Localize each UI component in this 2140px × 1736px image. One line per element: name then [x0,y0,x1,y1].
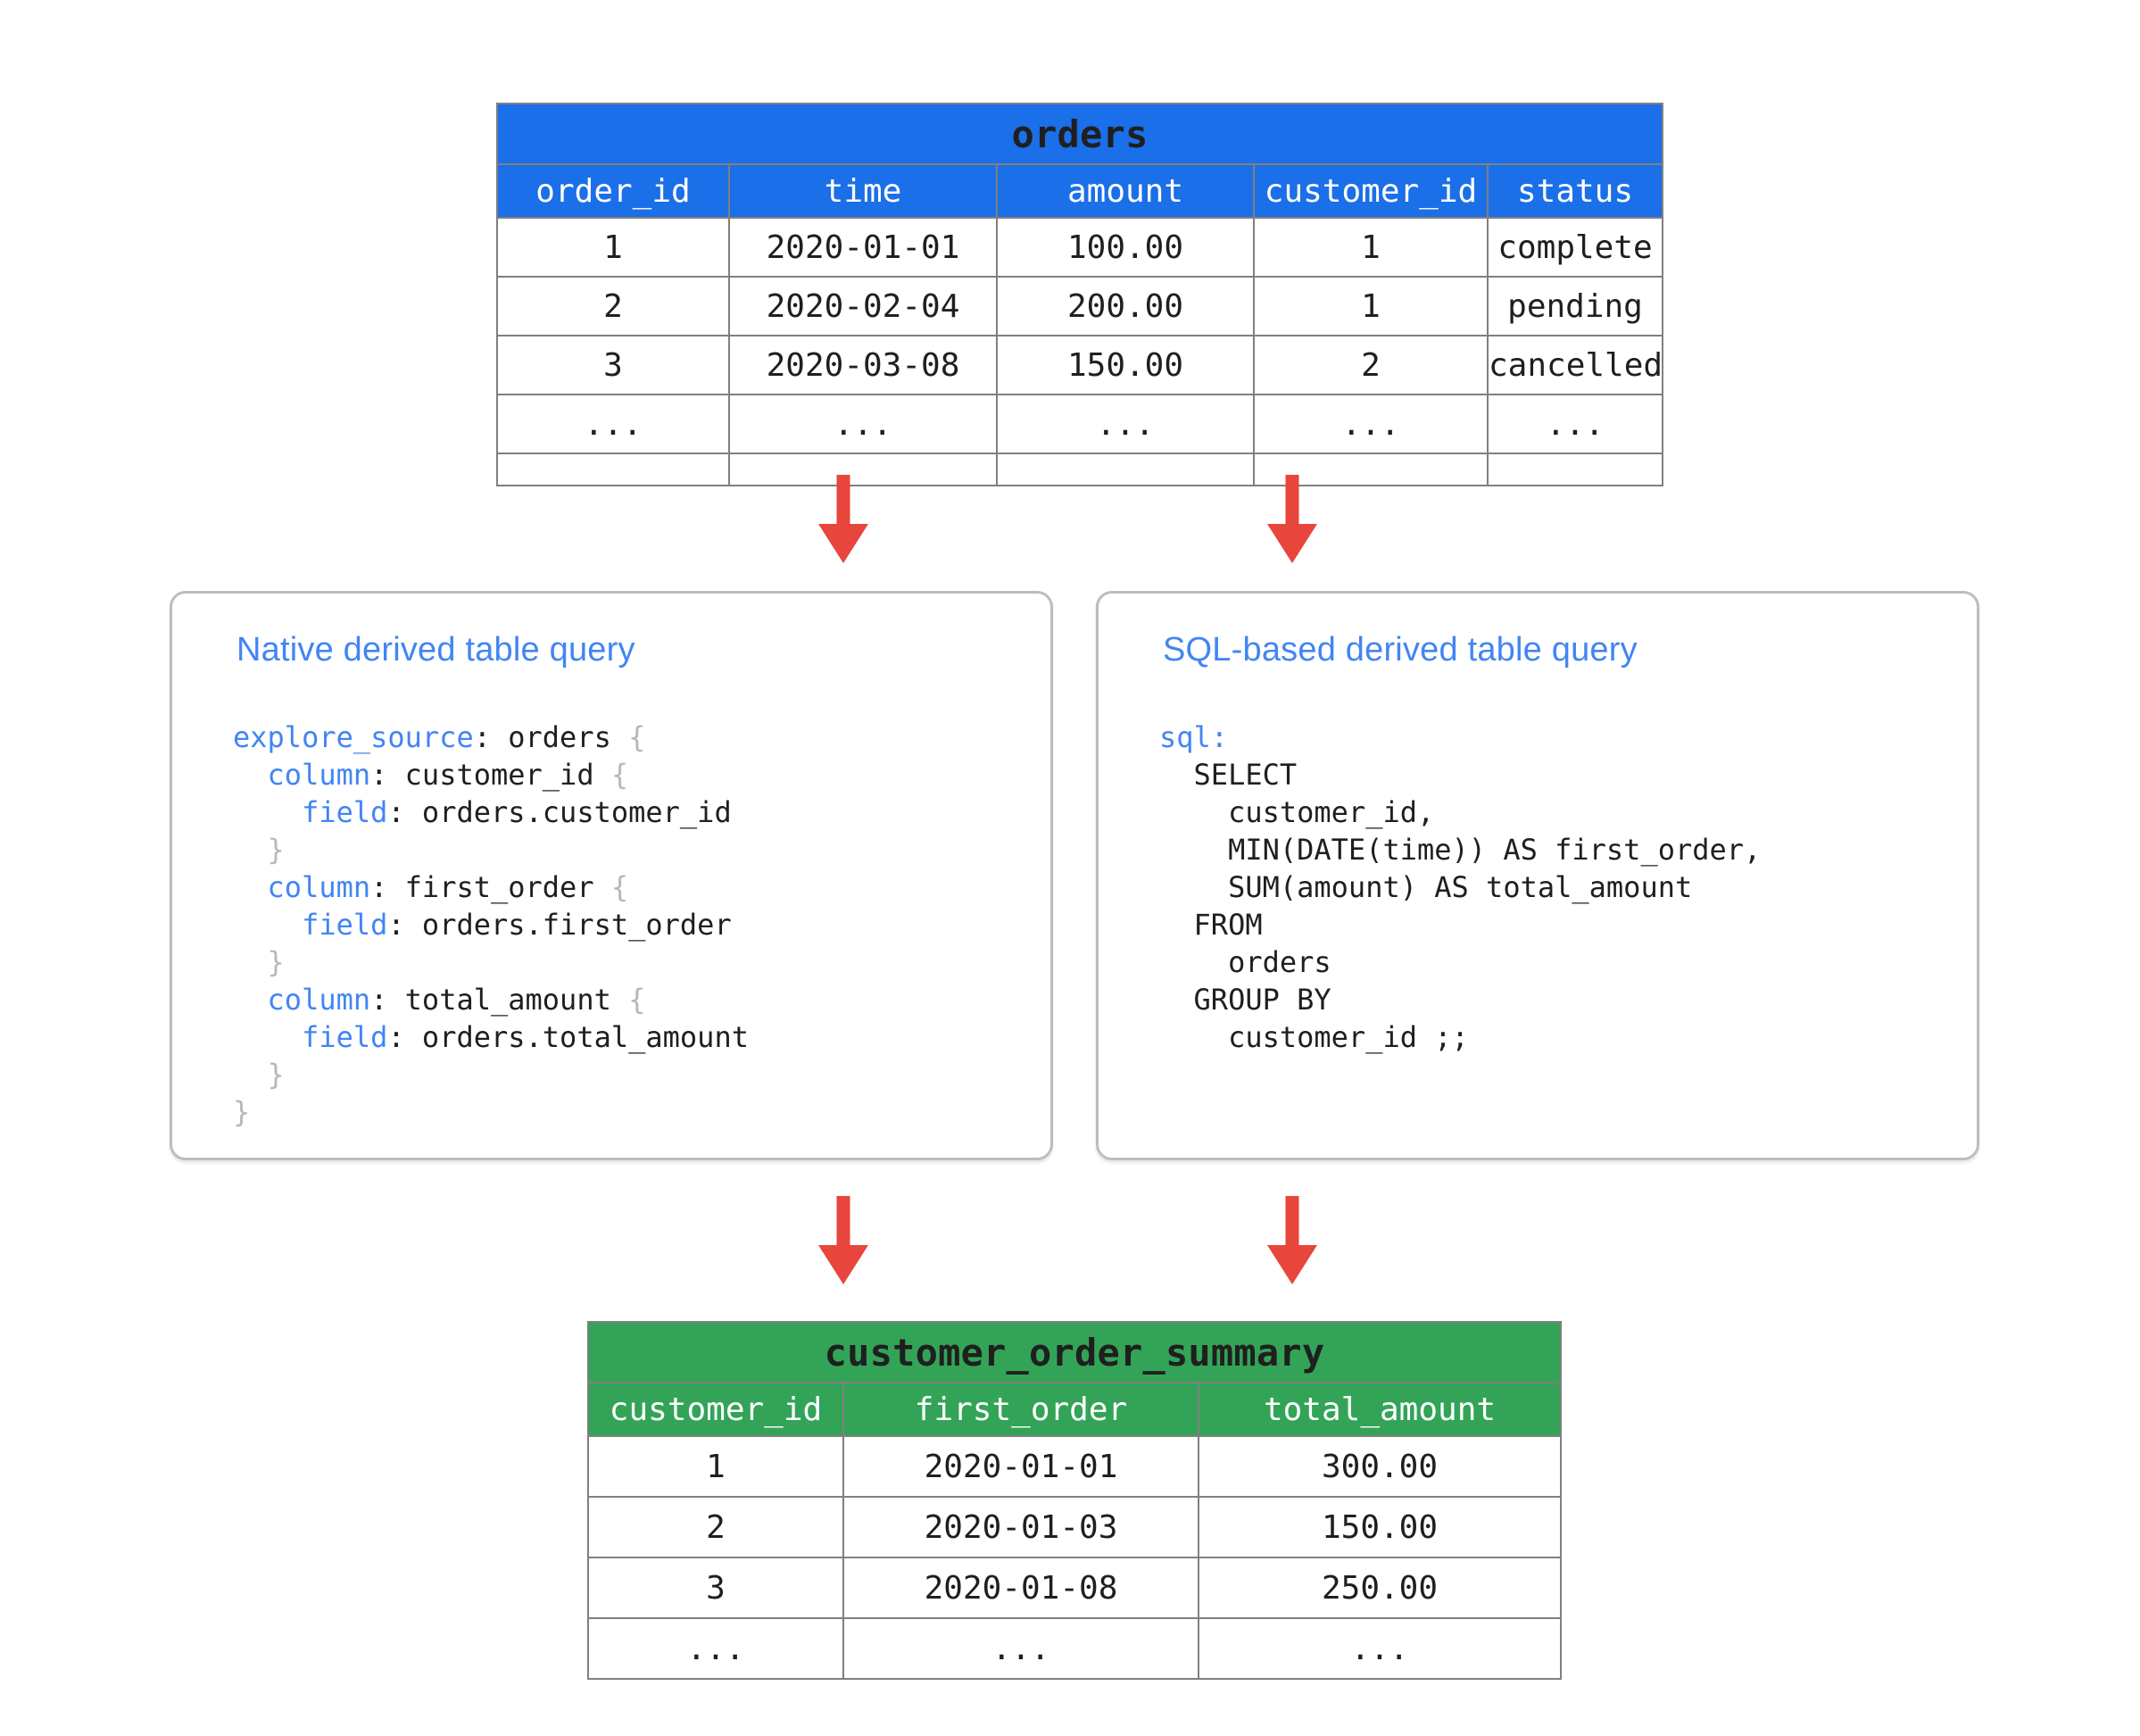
cell: cancelled [1487,335,1663,395]
table-row: 2 2020-01-03 150.00 [587,1496,1563,1558]
code-line: explore_source: orders { [233,720,646,754]
code-line: sql: [1159,720,1229,754]
table-row: 3 2020-01-08 250.00 [587,1557,1563,1619]
sql-code-block: sql: SELECT customer_id, MIN(DATE(time))… [1159,718,1761,1056]
cell: 2020-03-08 [728,335,998,395]
column-header-amount: amount [996,163,1255,219]
column-header-order-id: order_id [496,163,730,219]
table-row: 3 2020-03-08 150.00 2 cancelled [496,335,1663,395]
code-line: SUM(amount) AS total_amount [1159,870,1693,904]
orders-table-title: orders [496,103,1663,165]
column-header-customer-id: customer_id [1253,163,1489,219]
cell: 150.00 [996,335,1255,395]
summary-table-header-row: customer_id first_order total_amount [587,1382,1563,1437]
column-header-customer-id: customer_id [587,1382,844,1437]
code-line: column: first_order { [267,870,629,904]
cell: 3 [496,335,730,395]
code-line: } [267,833,285,867]
code-line: customer_id ;; [1159,1020,1469,1054]
sql-panel-heading: SQL-based derived table query [1163,631,1638,669]
cell: 250.00 [1197,1557,1563,1619]
cell [728,453,998,486]
arrow-native-to-summary [818,1196,868,1284]
cell: ... [1487,394,1663,454]
cell: 2 [496,276,730,336]
column-header-total-amount: total_amount [1197,1382,1563,1437]
arrow-orders-to-native [818,475,868,563]
summary-table-title-row: customer_order_summary [586,1321,1563,1383]
table-row: 2 2020-02-04 200.00 1 pending [496,276,1663,336]
code-line: column: customer_id { [267,758,629,792]
native-derived-table-panel: Native derived table query explore_sourc… [170,591,1053,1160]
native-code-block: explore_source: orders { column: custome… [233,718,749,1131]
cell [496,453,730,486]
orders-table: orders order_id time amount customer_id … [496,103,1663,486]
code-line: customer_id, [1159,795,1435,829]
code-line: MIN(DATE(time)) AS first_order, [1159,833,1762,867]
cell [1487,453,1663,486]
cell: 1 [1253,217,1489,278]
cell: 1 [587,1435,844,1498]
cell: ... [587,1617,844,1680]
cell: pending [1487,276,1663,336]
code-line: field: orders.total_amount [302,1020,749,1054]
cell: 200.00 [996,276,1255,336]
table-row-ellipsis: ... ... ... [587,1617,1563,1680]
cell: ... [842,1617,1199,1680]
cell: 300.00 [1197,1435,1563,1498]
column-header-status: status [1487,163,1663,219]
column-header-first-order: first_order [842,1382,1199,1437]
cell: ... [996,394,1255,454]
code-line: SELECT [1159,758,1298,792]
code-line: column: total_amount { [267,983,646,1017]
cell: 2020-01-08 [842,1557,1199,1619]
cell: 2020-02-04 [728,276,998,336]
code-line: orders [1159,945,1331,979]
orders-table-title-row: orders [496,103,1663,165]
cell: 2020-01-01 [728,217,998,278]
cell: 2 [1253,335,1489,395]
code-line: } [267,1058,285,1092]
cell: 100.00 [996,217,1255,278]
cell: complete [1487,217,1663,278]
arrow-orders-to-sql [1267,475,1317,563]
orders-table-header-row: order_id time amount customer_id status [496,163,1663,219]
code-line: FROM [1159,908,1263,942]
code-line: } [267,945,285,979]
cell: ... [1197,1617,1563,1680]
arrow-sql-to-summary [1267,1196,1317,1284]
table-row-ellipsis: ... ... ... ... ... [496,394,1663,454]
cell: 150.00 [1197,1496,1563,1558]
table-row: 1 2020-01-01 100.00 1 complete [496,217,1663,278]
summary-table-title: customer_order_summary [586,1321,1563,1383]
sql-derived-table-panel: SQL-based derived table query sql: SELEC… [1096,591,1979,1160]
cell: ... [728,394,998,454]
cell: 1 [496,217,730,278]
cell: 2020-01-03 [842,1496,1199,1558]
column-header-time: time [728,163,998,219]
code-line: field: orders.first_order [302,908,732,942]
cell: 3 [587,1557,844,1619]
native-panel-heading: Native derived table query [236,631,635,669]
code-line: field: orders.customer_id [302,795,732,829]
cell: ... [496,394,730,454]
cell: 2020-01-01 [842,1435,1199,1498]
cell: 1 [1253,276,1489,336]
cell: ... [1253,394,1489,454]
cell: 2 [587,1496,844,1558]
table-row: 1 2020-01-01 300.00 [587,1435,1563,1498]
table-row-truncated [496,453,1663,486]
customer-order-summary-table: customer_order_summary customer_id first… [586,1321,1563,1680]
code-line: GROUP BY [1159,983,1331,1017]
cell [996,453,1255,486]
code-line: } [233,1095,251,1129]
